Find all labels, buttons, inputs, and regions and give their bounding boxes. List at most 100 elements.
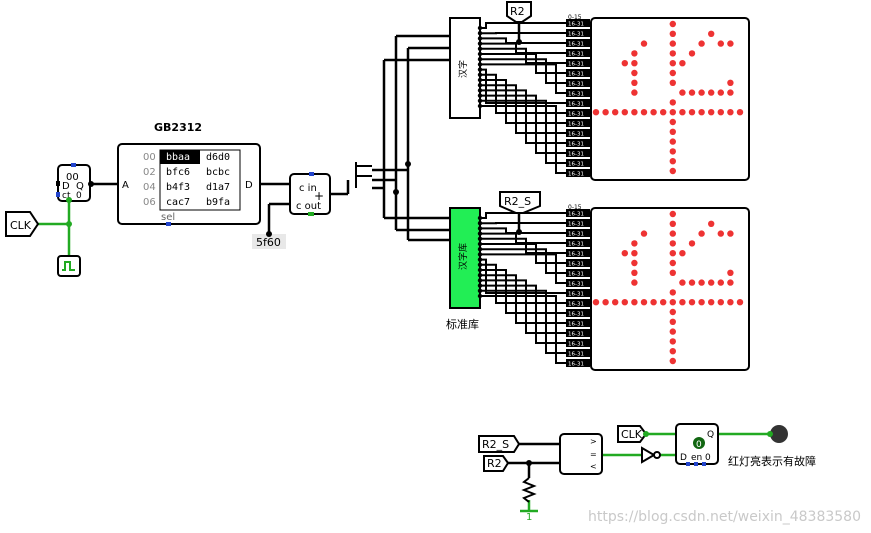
library-top-text: 汉字 bbox=[457, 60, 469, 78]
svg-text:R2: R2 bbox=[487, 457, 502, 470]
led-dot bbox=[669, 118, 676, 126]
led-dot bbox=[640, 299, 648, 306]
led-dot bbox=[688, 240, 696, 247]
bit-splitter bbox=[566, 229, 590, 237]
clk-label: CLK bbox=[10, 219, 32, 232]
bit-splitter bbox=[566, 109, 590, 117]
fault-note: 红灯亮表示有故障 bbox=[728, 454, 816, 468]
led-dot bbox=[727, 40, 734, 47]
counter-q: Q bbox=[76, 181, 84, 192]
led-dot bbox=[612, 299, 619, 306]
led-dot bbox=[669, 259, 676, 267]
led-dot bbox=[631, 69, 638, 77]
led-dot bbox=[669, 269, 676, 276]
led-dot bbox=[727, 269, 734, 276]
led-dot bbox=[717, 89, 724, 96]
splitter-label: 16-31 bbox=[568, 262, 584, 268]
led-dot bbox=[669, 20, 676, 28]
led-dot bbox=[631, 109, 638, 116]
led-dot bbox=[727, 89, 734, 96]
splitter-label: 16-31 bbox=[568, 232, 584, 238]
led-dot bbox=[727, 299, 734, 306]
counter-value: 00 bbox=[66, 172, 79, 183]
rom-sel: sel bbox=[161, 212, 175, 223]
bit-splitter bbox=[566, 279, 590, 287]
library-bottom[interactable]: 汉字库 bbox=[449, 207, 481, 309]
active-wires bbox=[38, 200, 770, 513]
led-dot bbox=[669, 40, 676, 47]
splitter bbox=[355, 162, 372, 188]
led-dot bbox=[631, 259, 638, 267]
led-dot bbox=[669, 338, 676, 345]
rom-cell: cac7 bbox=[166, 197, 190, 208]
splitter-label: 16-31 bbox=[568, 62, 584, 68]
const-one: 1 bbox=[526, 512, 532, 523]
comparator[interactable]: > = < bbox=[559, 433, 603, 475]
watermark: https://blog.csdn.net/weixin_48383580 bbox=[587, 509, 861, 525]
led-dot bbox=[640, 109, 648, 116]
led-dot bbox=[621, 250, 628, 257]
rom-cell: d6d0 bbox=[206, 152, 230, 163]
rom-cell: bfc6 bbox=[166, 167, 190, 178]
led-dot bbox=[736, 109, 744, 116]
led-dot bbox=[631, 250, 638, 257]
splitter-label: 16-31 bbox=[568, 82, 584, 88]
led-dot bbox=[669, 348, 676, 355]
led-dot bbox=[717, 230, 724, 237]
led-dot bbox=[621, 109, 628, 116]
led-dot bbox=[688, 109, 696, 116]
adder[interactable]: c in c out + bbox=[289, 172, 331, 216]
led-dot bbox=[727, 109, 734, 116]
clock-source[interactable] bbox=[57, 255, 81, 277]
led-dot bbox=[669, 99, 676, 106]
probe-r2s-bottom: R2_S bbox=[499, 191, 541, 214]
led-dot bbox=[669, 148, 676, 155]
bit-splitter bbox=[566, 239, 590, 247]
constant-label: 5f60 bbox=[256, 236, 281, 249]
rom-address: 04 bbox=[143, 182, 156, 193]
bit-splitter bbox=[566, 249, 590, 257]
bit-splitter bbox=[566, 149, 590, 157]
led-dot bbox=[640, 230, 648, 237]
library-top[interactable]: 汉字 bbox=[449, 17, 481, 119]
led-dot bbox=[698, 40, 705, 47]
led-dot bbox=[717, 299, 724, 306]
rail-label: 0-15 bbox=[568, 204, 582, 211]
led-dot bbox=[640, 40, 648, 47]
led-dot bbox=[708, 279, 715, 286]
splitter-label: 16-31 bbox=[568, 42, 584, 48]
rom-port-a: A bbox=[122, 180, 129, 191]
led-dot bbox=[727, 79, 734, 87]
led-dot bbox=[669, 250, 676, 257]
clk-pin[interactable]: CLK bbox=[5, 211, 40, 237]
bit-splitter bbox=[566, 19, 590, 27]
junctions bbox=[66, 39, 773, 466]
rom-address: 00 bbox=[143, 152, 156, 163]
svg-text:Q: Q bbox=[707, 430, 714, 440]
d-flipflop[interactable]: 0 Q D en 0 bbox=[675, 423, 719, 466]
led-dot bbox=[736, 299, 744, 306]
led-dot bbox=[650, 109, 657, 116]
led-dot bbox=[669, 308, 676, 316]
bit-splitter bbox=[566, 219, 590, 227]
svg-text:D: D bbox=[680, 453, 687, 463]
svg-text:R2_S: R2_S bbox=[482, 438, 509, 451]
counter-register[interactable]: 00 D Q ct 0 bbox=[56, 163, 91, 202]
rom-address: 02 bbox=[143, 167, 156, 178]
bit-splitter bbox=[566, 79, 590, 87]
fault-led bbox=[770, 425, 788, 443]
led-dot bbox=[650, 299, 657, 306]
bit-splitter bbox=[566, 29, 590, 37]
not-gate bbox=[641, 446, 661, 464]
splitter-label: 16-31 bbox=[568, 362, 584, 368]
bit-splitter bbox=[566, 99, 590, 107]
bit-splitter bbox=[566, 69, 590, 77]
led-dot bbox=[679, 279, 686, 286]
svg-text:>: > bbox=[590, 437, 597, 446]
clk-pin-2[interactable]: CLK bbox=[617, 425, 648, 443]
probe-r2s-cmp: R2_S bbox=[478, 435, 521, 453]
bit-splitter bbox=[566, 289, 590, 297]
led-dot bbox=[669, 158, 676, 165]
